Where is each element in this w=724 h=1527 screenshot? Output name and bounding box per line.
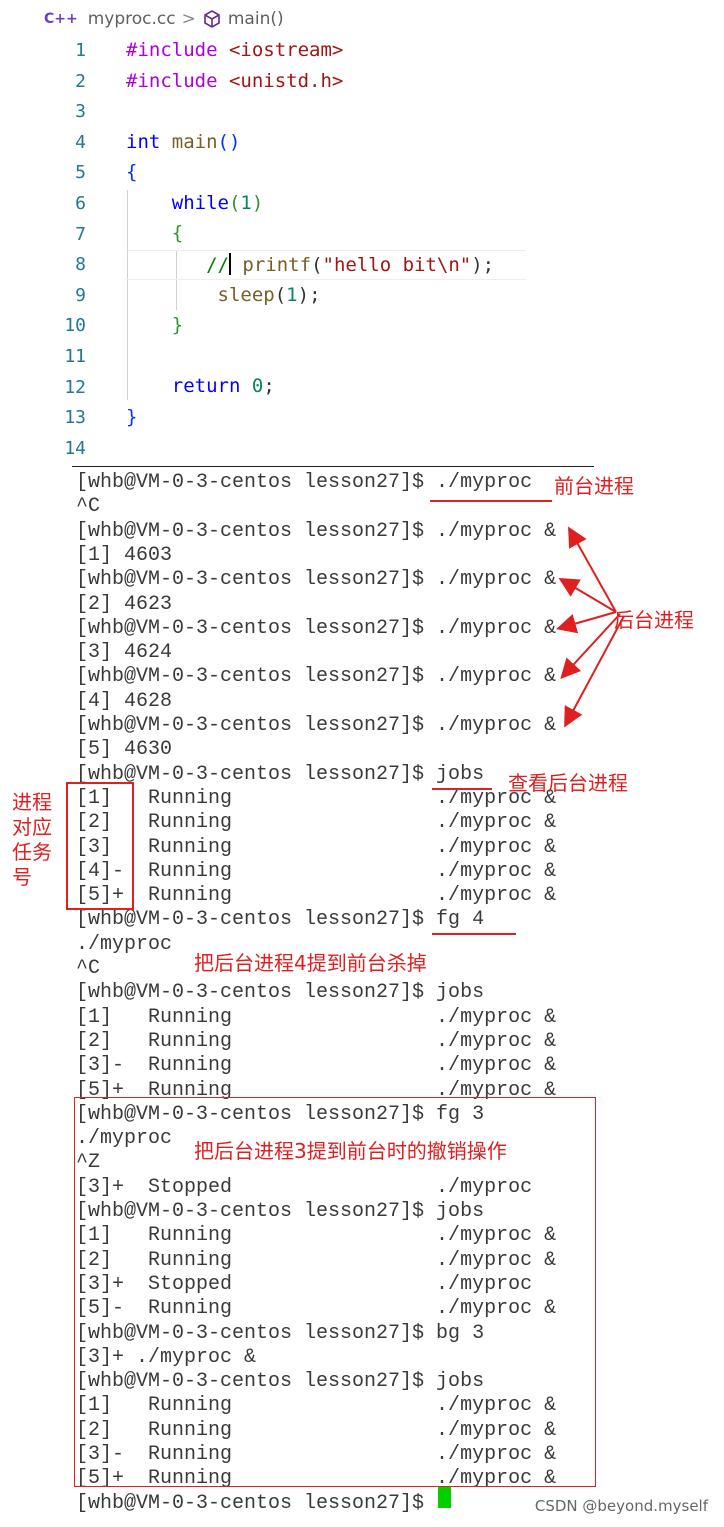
- terminal-line: ^C: [76, 957, 101, 980]
- terminal-line: [1] 4603: [76, 543, 173, 567]
- terminal-line: [5] 4630: [76, 738, 173, 762]
- terminal-line: [3]+ ./myproc &: [76, 1345, 257, 1369]
- terminal-line: [whb@VM-0-3-centos lesson27]$ jobs: [76, 981, 485, 1005]
- code-line-1: #include <iostream>: [126, 39, 344, 61]
- terminal-line: [5]+ Running ./myproc &: [76, 884, 557, 908]
- terminal-line: [whb@VM-0-3-centos lesson27]$ ./myproc &: [76, 568, 557, 592]
- terminal-line: [4]- Running ./myproc &: [76, 859, 557, 883]
- terminal-line: [5]+ Running ./myproc &: [76, 1467, 557, 1491]
- terminal-line: [2] Running ./myproc &: [76, 1248, 557, 1272]
- terminal-line: [2] Running ./myproc &: [76, 1418, 557, 1442]
- terminal-line: ./myproc: [76, 1127, 173, 1151]
- cpp-file-icon: C++: [44, 11, 78, 27]
- terminal-line: [whb@VM-0-3-centos lesson27]$ fg 3: [76, 1102, 485, 1126]
- terminal-line: [whb@VM-0-3-centos lesson27]$ ./myproc &: [76, 616, 557, 640]
- breadcrumb-symbol[interactable]: main(): [227, 9, 284, 29]
- arrow-2: [558, 577, 617, 613]
- line-number: 8: [75, 254, 86, 276]
- terminal-cursor[interactable]: [438, 1486, 451, 1508]
- terminal-line: ./myproc: [76, 932, 173, 956]
- terminal-line: ^Z: [76, 1151, 101, 1175]
- terminal-line: [whb@VM-0-3-centos lesson27]$ ./myproc &: [76, 714, 557, 737]
- line-number: 7: [75, 223, 86, 245]
- annotation-view-background: 查看后台进程: [508, 771, 628, 795]
- underline-fg4: [432, 933, 516, 935]
- terminal-line: [3]- Running ./myproc &: [76, 1443, 557, 1466]
- cube-symbol-icon: [204, 10, 220, 28]
- line-number: 1: [75, 40, 86, 61]
- terminal-line: [3]- Running ./myproc &: [76, 1054, 557, 1078]
- indent-guide: [127, 190, 128, 400]
- line-number: 2: [75, 70, 86, 92]
- arrow-1: [568, 526, 617, 613]
- breadcrumb-file[interactable]: myproc.cc: [87, 9, 176, 29]
- line-number: 14: [64, 437, 86, 459]
- line-number: 6: [75, 193, 86, 214]
- line-number: 9: [75, 284, 86, 306]
- annotation-background: 后台进程: [614, 608, 694, 632]
- section-divider: [72, 466, 594, 467]
- terminal-line: [1] Running ./myproc &: [76, 1005, 557, 1029]
- annotation-fg3: 把后台进程3提到前台时的撤销操作: [194, 1139, 507, 1163]
- line-number: 12: [64, 376, 86, 398]
- line-number: 5: [75, 162, 86, 184]
- current-line-highlight: [126, 250, 526, 280]
- code-line-2: #include <unistd.h>: [126, 70, 344, 92]
- terminal-line: [whb@VM-0-3-centos lesson27]$ jobs: [76, 762, 485, 786]
- breadcrumb: C++ myproc.cc > main(): [44, 6, 284, 32]
- text-cursor: [228, 253, 231, 275]
- terminal-line: ^C: [76, 495, 101, 519]
- line-number: 4: [75, 131, 86, 153]
- terminal-line: [2] 4623: [76, 592, 173, 616]
- terminal-line: [3]+ Stopped ./myproc: [76, 1175, 533, 1199]
- terminal-line: [whb@VM-0-3-centos lesson27]$ ./myproc: [76, 471, 533, 494]
- terminal-line: [whb@VM-0-3-centos lesson27]$ jobs: [76, 1370, 485, 1394]
- arrow-4: [560, 613, 621, 679]
- code-line-10: }: [171, 314, 184, 336]
- underline-myproc: [430, 500, 552, 502]
- terminal-line: [3]+ Stopped ./myproc: [76, 1272, 533, 1296]
- terminal-line: [whb@VM-0-3-centos lesson27]$ bg 3: [76, 1321, 485, 1345]
- line-number: 3: [75, 101, 86, 123]
- line-number: 13: [64, 407, 86, 429]
- underline-jobs: [432, 788, 492, 790]
- code-line-9: sleep(1);: [217, 284, 321, 306]
- terminal-line: [whb@VM-0-3-centos lesson27]$ ./myproc &: [76, 665, 557, 689]
- annotation-job-number: 进程 对应 任务 号: [12, 790, 52, 889]
- terminal-line: [3] Running ./myproc &: [76, 835, 557, 859]
- terminal-line: [2] Running ./myproc &: [76, 811, 557, 835]
- watermark: CSDN @beyond.myself: [534, 1497, 708, 1515]
- terminal-line: [2] Running ./myproc &: [76, 1029, 557, 1053]
- code-line-4: int main(): [126, 131, 241, 153]
- code-line-8: // printf("hello bit\n");: [206, 253, 495, 276]
- line-number: 11: [64, 346, 86, 367]
- indent-guide: [176, 250, 177, 310]
- terminal-line: [1] Running ./myproc &: [76, 1394, 557, 1418]
- code-line-6: while(1): [171, 192, 264, 214]
- terminal-line: [5]+ Running ./myproc &: [76, 1078, 557, 1102]
- terminal-line: [3] 4624: [76, 641, 173, 665]
- code-line-5: {: [126, 161, 138, 183]
- job-number-box: [66, 782, 134, 910]
- line-number: 10: [64, 315, 86, 337]
- code-line-7: {: [171, 222, 184, 244]
- code-line-13: }: [126, 406, 138, 428]
- code-line-12: return 0;: [171, 375, 275, 397]
- breadcrumb-separator: >: [181, 9, 196, 29]
- terminal-line: [whb@VM-0-3-centos lesson27]$ fg 4: [76, 908, 485, 932]
- terminal-line: [5]- Running ./myproc &: [76, 1297, 557, 1321]
- terminal-line: [whb@VM-0-3-centos lesson27]$ jobs: [76, 1200, 485, 1223]
- terminal-line: [4] 4628: [76, 689, 173, 713]
- arrow-3: [556, 611, 617, 634]
- terminal-line: [1] Running ./myproc &: [76, 1224, 557, 1248]
- annotation-foreground: 前台进程: [554, 474, 634, 498]
- annotation-fg4: 把后台进程4提到前台杀掉: [194, 951, 427, 975]
- terminal-line: [whb@VM-0-3-centos lesson27]$ ./myproc &: [76, 519, 557, 543]
- terminal-line: [1] Running ./myproc &: [76, 786, 557, 810]
- terminal-line: [whb@VM-0-3-centos lesson27]$: [76, 1491, 437, 1515]
- fg3-section-box: [74, 1097, 596, 1487]
